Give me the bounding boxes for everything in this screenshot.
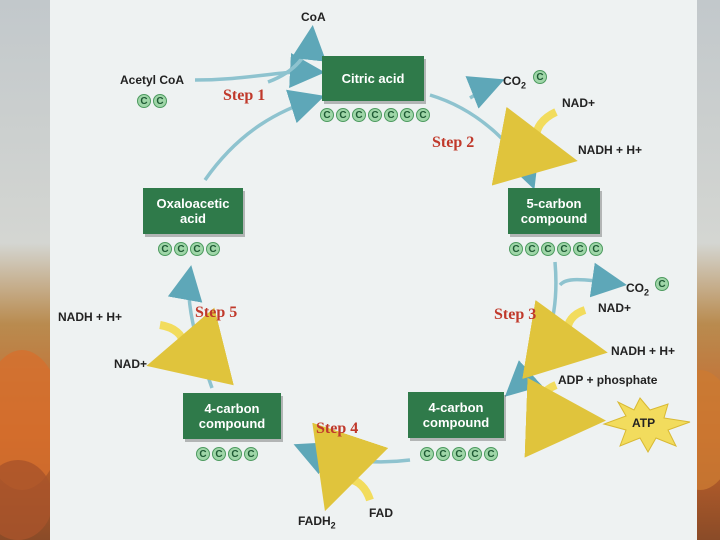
fad-label: FAD (369, 506, 393, 520)
yellow-arrow-nad-2 (522, 299, 608, 379)
carbon-atom: C (368, 108, 382, 122)
step-2-label: Step 2 (432, 134, 475, 151)
carbon-atom: C (468, 447, 482, 461)
carbon-atom: C (533, 70, 547, 84)
carbon-atom: C (174, 242, 188, 256)
carbon-atom: C (573, 242, 587, 256)
arrow-step4 (293, 442, 411, 475)
carbon-atom: C (212, 447, 226, 461)
co2-label-1: CO2 (503, 74, 527, 91)
yellow-arrow-fad (312, 422, 389, 512)
nadh-label-3: NADH + H+ (58, 310, 123, 324)
co2-label-2: CO2 (626, 281, 650, 298)
adp-phosphate-label: ADP + phosphate (558, 373, 658, 387)
carbon-atom: C (137, 94, 151, 108)
yellow-arrow-adp (524, 377, 606, 458)
carbon-atom: C (557, 242, 571, 256)
carbon-atom: C (320, 108, 334, 122)
four-carbon-left-box: 4-carbon compound (183, 393, 281, 439)
carbon-atom: C (436, 447, 450, 461)
carbon-row-citric: C C C C C C C (320, 108, 430, 122)
citric-acid-box: Citric acid (322, 56, 424, 101)
carbon-row-four-left: C C C C (196, 447, 258, 461)
carbon-atom: C (525, 242, 539, 256)
carbon-atom: C (452, 447, 466, 461)
nad-label-1: NAD+ (562, 96, 596, 110)
acetyl-coa-label: Acetyl CoA (120, 73, 185, 87)
carbon-atom: C (420, 447, 434, 461)
five-carbon-box: 5-carbon compound (508, 188, 600, 234)
four-carbon-right-box: 4-carbon compound (408, 392, 504, 438)
carbon-atom: C (509, 242, 523, 256)
arrow-co2-release-1 (465, 76, 505, 109)
atp-starburst (602, 397, 691, 454)
arrow-coa-release (267, 25, 327, 84)
nadh-label-2: NADH + H+ (611, 344, 676, 358)
carbon-atom: C (589, 242, 603, 256)
nad-label-2: NAD+ (598, 301, 632, 315)
nad-label-3: NAD+ (114, 357, 148, 371)
arrow-oxalo-to-citric (203, 89, 325, 182)
coa-label: CoA (301, 10, 326, 24)
fadh2-label: FADH2 (298, 514, 336, 531)
carbon-atom: C (244, 447, 258, 461)
step-4-label: Step 4 (316, 420, 359, 437)
carbon-atom: C (541, 242, 555, 256)
carbon-co2-1: C (533, 70, 547, 84)
carbon-atom: C (196, 447, 210, 461)
carbon-row-acetyl: C C (137, 94, 167, 108)
arrow-step3 (504, 261, 558, 397)
carbon-row-oxalo: C C C C (158, 242, 220, 256)
carbon-atom: C (352, 108, 366, 122)
carbon-atom: C (400, 108, 414, 122)
step-5-label: Step 5 (195, 304, 238, 321)
carbon-atom: C (416, 108, 430, 122)
yellow-arrow-nad-3 (146, 307, 234, 386)
arrow-co2-release-2 (558, 262, 627, 298)
carbon-atom: C (228, 447, 242, 461)
yellow-arrow-nad-1 (491, 106, 578, 186)
step-1-label: Step 1 (223, 87, 266, 104)
carbon-atom: C (484, 447, 498, 461)
carbon-co2-2: C (655, 277, 669, 291)
carbon-atom: C (384, 108, 398, 122)
carbon-row-five: C C C C C C (509, 242, 603, 256)
nadh-label-1: NADH + H+ (578, 143, 643, 157)
carbon-atom: C (190, 242, 204, 256)
arrow-acetyl-to-citric (194, 53, 325, 89)
atp-label: ATP (632, 416, 656, 430)
carbon-atom: C (206, 242, 220, 256)
carbon-atom: C (336, 108, 350, 122)
carbon-row-four-right: C C C C C (420, 447, 498, 461)
carbon-atom: C (158, 242, 172, 256)
carbon-atom: C (655, 277, 669, 291)
step-3-label: Step 3 (494, 306, 537, 323)
arrow-step5 (167, 265, 214, 389)
carbon-atom: C (153, 94, 167, 108)
oxaloacetic-acid-box: Oxaloacetic acid (143, 188, 243, 234)
